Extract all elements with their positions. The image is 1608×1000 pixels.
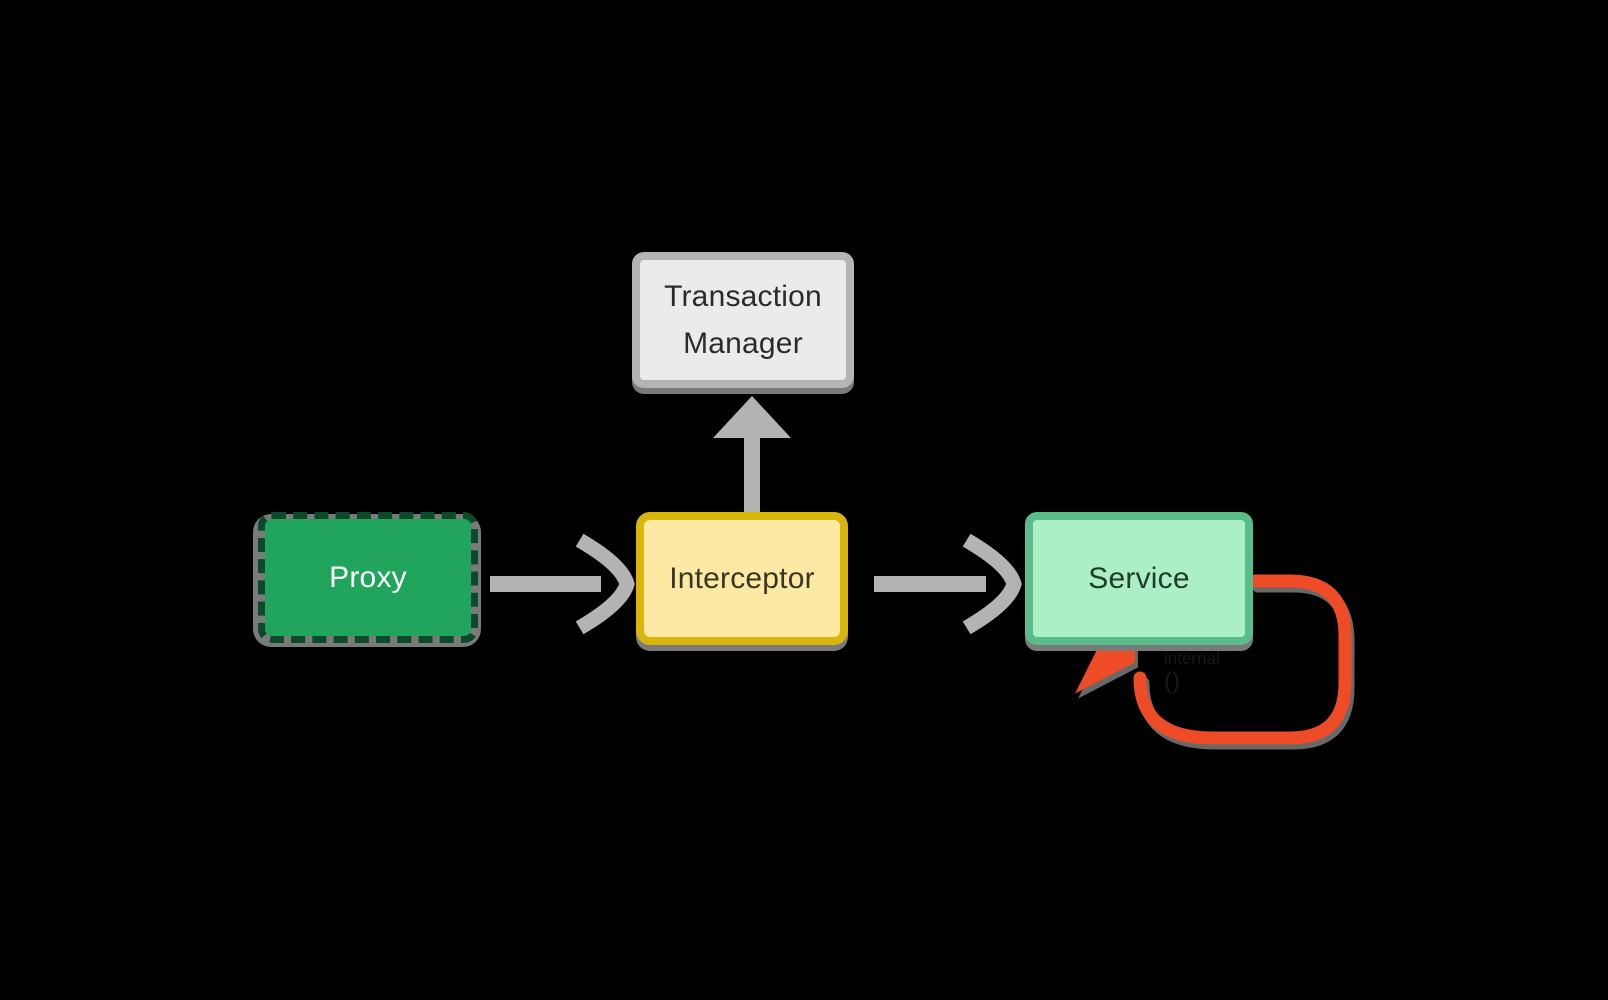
transaction-manager-label-line1: Transaction <box>664 280 822 313</box>
proxy-label: Proxy <box>329 560 407 594</box>
arrow-proxy-to-interceptor <box>490 533 635 635</box>
service-label: Service <box>1088 561 1190 595</box>
arrow-interceptor-to-transaction-manager <box>713 396 791 512</box>
self-loop-faint-label-line2: () <box>1164 667 1180 695</box>
arrow-interceptor-to-service <box>874 533 1022 635</box>
interceptor-label: Interceptor <box>669 561 815 595</box>
transaction-manager-label-line2: Manager <box>683 327 803 360</box>
node-transaction-manager: Transaction Manager <box>632 252 854 388</box>
node-proxy: Proxy <box>258 512 478 643</box>
self-loop-faint-label-line1: internal <box>1164 649 1220 668</box>
transaction-manager-label: Transaction Manager <box>664 273 822 367</box>
self-loop-faint-label: internal () <box>1164 649 1220 695</box>
node-interceptor: Interceptor <box>636 512 848 645</box>
node-service: Service <box>1025 512 1253 645</box>
